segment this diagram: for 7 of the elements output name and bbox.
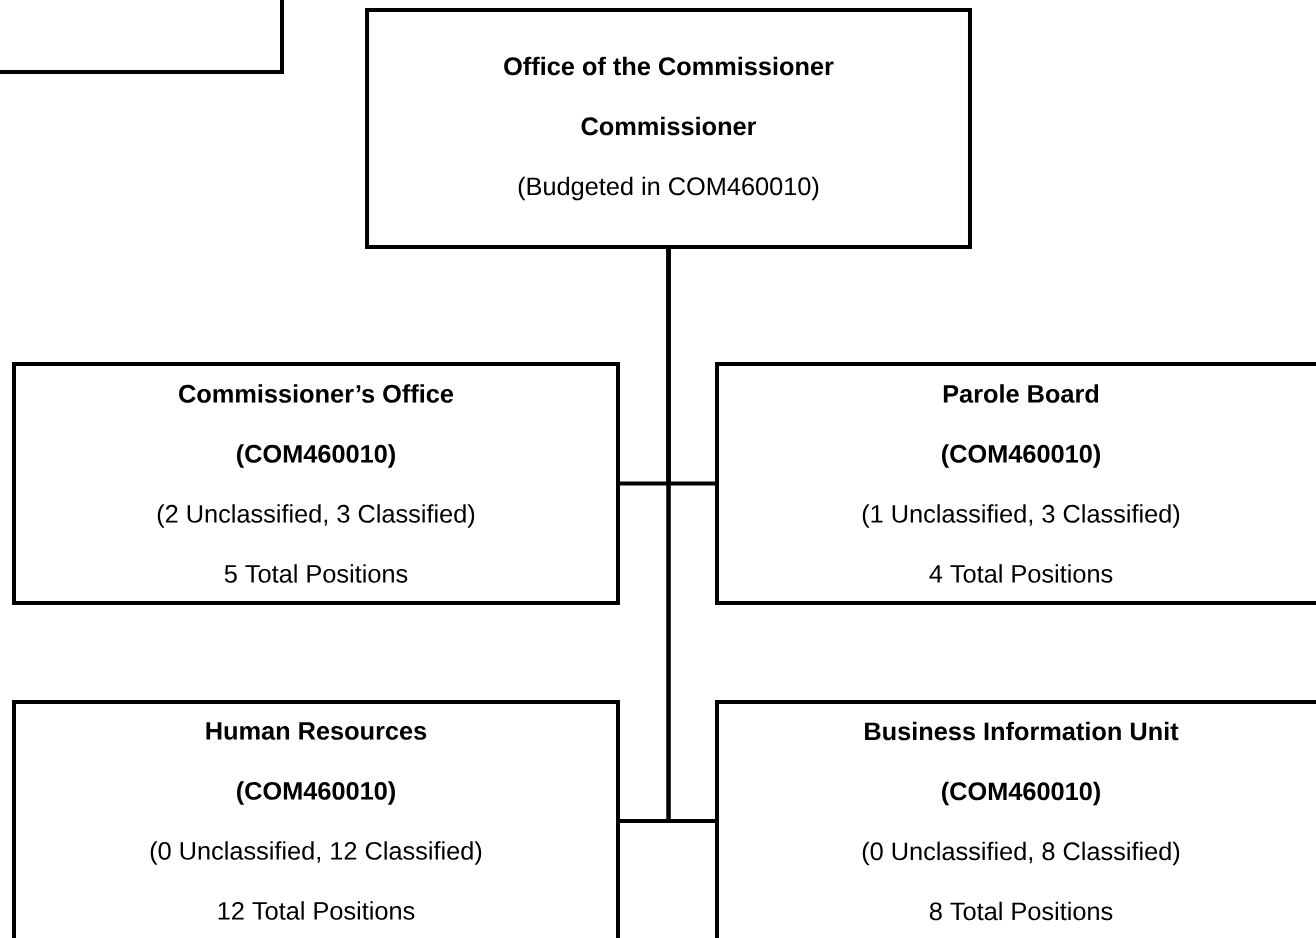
org-box: Commissioner’s Office (COM460010) (2 Unclassified, 3 Classified) 5 Total Positions: [12, 362, 620, 605]
org-box: Human Resources (COM460010) (0 Unclassified, 12 Classified) 12 Total Positions: [12, 700, 620, 938]
org-box: Business Information Unit (COM460010) (0 Unclassified, 8 Classified) 8 Total Positions: [715, 700, 1316, 938]
box: [0, 0, 284, 74]
org-box: Parole Board (COM460010) (1 Unclassified, 3 Classified) 4 Total Positions: [715, 362, 1316, 605]
connector-line: [666, 249, 715, 823]
org-box: Office of the Commissioner Commissioner (Budgeted in COM460010): [365, 7, 972, 250]
